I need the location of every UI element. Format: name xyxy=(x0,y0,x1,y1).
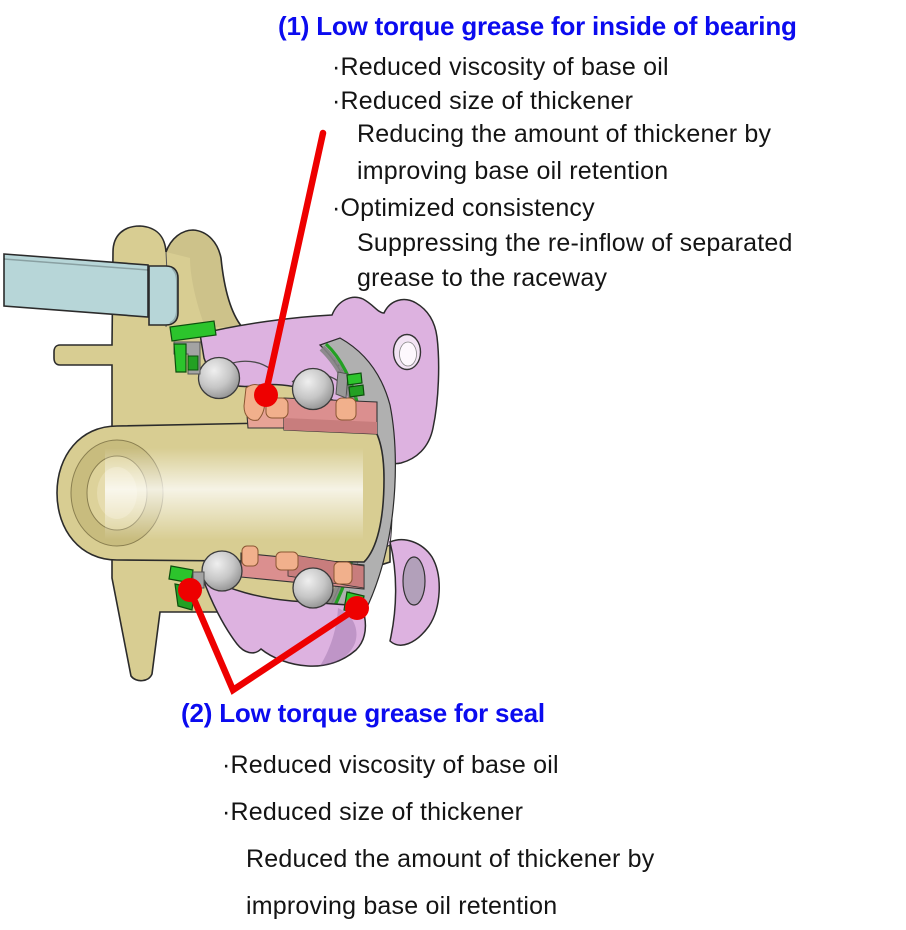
inner-ring-upper-band xyxy=(284,418,377,434)
leader-dot-seal-right xyxy=(345,596,369,620)
cylinder-highlight xyxy=(105,448,363,540)
cage-piece xyxy=(275,551,299,571)
annotation2-line-3: Reduced the amount of thickener by xyxy=(246,845,655,873)
seal-upper-left xyxy=(169,320,217,375)
leader-line-seal-grease xyxy=(186,586,361,695)
leader-dot-seal-left xyxy=(178,578,202,602)
bearing-ball xyxy=(291,367,335,411)
annotation1-line-2: ·Reduced size of thickener xyxy=(332,87,634,115)
flange-lower-bolt-hole xyxy=(402,556,426,606)
cage-piece xyxy=(241,545,259,567)
seal-upper-right xyxy=(335,371,365,399)
wheel-stud-head xyxy=(148,265,179,326)
cage-piece xyxy=(335,397,357,421)
cage-piece xyxy=(333,561,353,585)
wheel-stud-shank-shade xyxy=(3,258,149,271)
wheel-stud-shank xyxy=(3,253,149,318)
outer-ring-lower-section xyxy=(200,574,367,667)
bearing-ball xyxy=(201,550,243,592)
leader-dot-bearing-grease xyxy=(254,383,278,407)
bearing-ball xyxy=(197,356,241,400)
bearing-ball xyxy=(292,567,334,609)
annotation1-title: (1) Low torque grease for inside of bear… xyxy=(278,11,797,41)
hub-lobe-shading xyxy=(166,230,242,327)
leader-line-bearing-grease xyxy=(262,129,327,396)
annotation1-line-7: grease to the raceway xyxy=(357,264,608,292)
outer-ring-lower-shading xyxy=(320,608,357,666)
wheel-stud-head-shade xyxy=(169,267,178,324)
annotation1-line-4: improving base oil retention xyxy=(357,157,669,185)
flange-bolt-hole-inner xyxy=(399,341,417,367)
annotation2-title: (2) Low torque grease for seal xyxy=(181,698,545,728)
annotation2-line-4: improving base oil retention xyxy=(246,892,558,920)
annotation1-line-5: ·Optimized consistency xyxy=(332,194,595,222)
annotation2-line-2: ·Reduced size of thickener xyxy=(222,798,524,826)
annotation1-line-3: Reducing the amount of thickener by xyxy=(357,120,772,148)
annotation1-line-1: ·Reduced viscosity of base oil xyxy=(332,53,669,81)
annotation1-line-6: Suppressing the re-inflow of separated xyxy=(357,229,793,257)
annotation2-line-1: ·Reduced viscosity of base oil xyxy=(222,751,559,779)
